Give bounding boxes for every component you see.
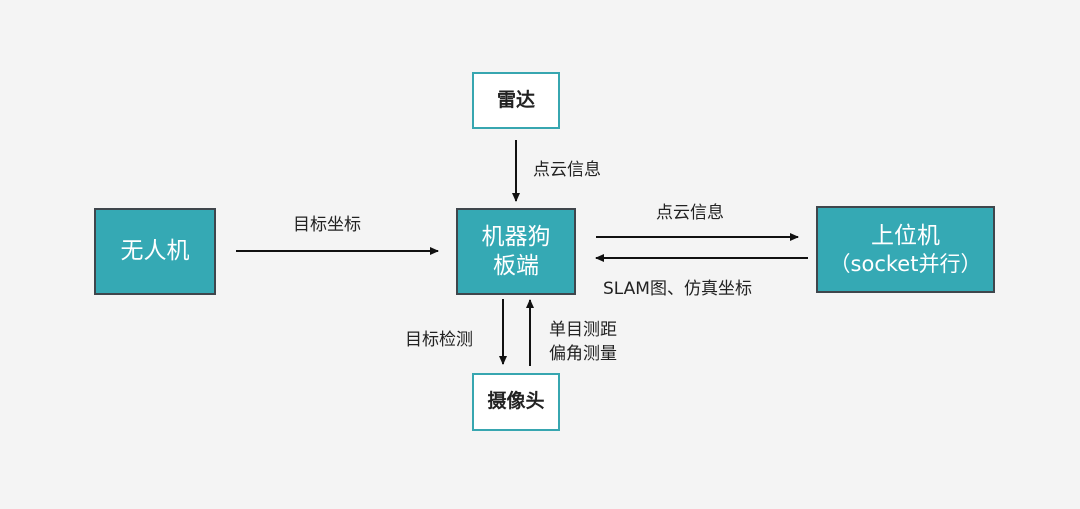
label-board-to-camera: 目标检测: [405, 330, 473, 350]
node-board-label-line2: 板端: [493, 252, 539, 279]
node-drone-label: 无人机: [120, 238, 190, 265]
node-robot-dog-board: 机器狗 板端: [456, 208, 576, 295]
label-camera-to-board-line1: 单目测距: [549, 320, 617, 340]
node-radar-label: 雷达: [496, 88, 535, 111]
node-host-label-line2: （socket并行）: [829, 251, 982, 276]
label-drone-to-board: 目标坐标: [293, 215, 361, 235]
node-radar: 雷达: [472, 72, 560, 129]
label-board-to-host: 点云信息: [656, 203, 724, 223]
node-host: 上位机 （socket并行）: [816, 206, 995, 293]
node-camera-label: 摄像头: [487, 390, 545, 413]
label-host-to-board: SLAM图、仿真坐标: [603, 279, 752, 299]
node-board-label-line1: 机器狗: [481, 223, 551, 250]
node-host-label-line1: 上位机: [871, 223, 940, 249]
label-radar-to-board: 点云信息: [533, 160, 601, 180]
node-camera: 摄像头: [472, 373, 560, 431]
node-drone: 无人机: [94, 208, 216, 295]
label-camera-to-board-line2: 偏角测量: [549, 344, 617, 364]
